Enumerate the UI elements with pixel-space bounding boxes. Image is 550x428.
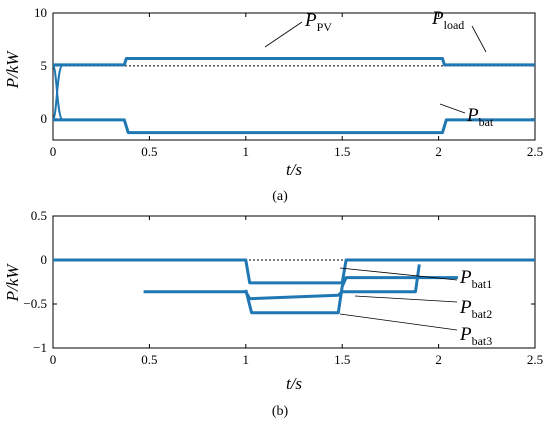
x-tick-label: 2.5 xyxy=(527,144,543,159)
x-tick-label: 0 xyxy=(50,144,57,159)
caption-a: (a) xyxy=(272,189,288,204)
x-tick-label: 2.5 xyxy=(527,352,543,367)
chart-a-ticks: 0 0.5 1 1.5 2 2.5 10 5 0 xyxy=(34,5,543,159)
y-tick-label: 10 xyxy=(34,5,47,20)
chart-b-frame xyxy=(52,215,536,349)
y-tick-label: 0 xyxy=(41,252,48,267)
series-bat3-line xyxy=(244,276,458,315)
series-bat-line xyxy=(53,118,535,135)
x-tick-label: 2 xyxy=(435,144,442,159)
x-tick-label: 0.5 xyxy=(141,144,157,159)
y-tick-label: −1 xyxy=(33,340,47,355)
series-bat1-line xyxy=(53,258,535,285)
x-tick-label: 1.5 xyxy=(334,144,350,159)
annotation-pbat1-leader xyxy=(339,267,458,281)
annotation-ppv: PPV xyxy=(304,10,332,34)
chart-b-ylabel: P/kW xyxy=(3,263,22,303)
annotation-pbat3-leader xyxy=(339,313,458,331)
annotation-pbat3: Pbat3 xyxy=(459,324,492,348)
x-tick-label: 2 xyxy=(435,352,442,367)
chart-a-frame xyxy=(52,12,536,141)
chart-b-series xyxy=(53,258,535,315)
annotation-pbat2: Pbat2 xyxy=(459,297,492,321)
chart-b: 0 0.5 1 1.5 2 2.5 0.5 0 −0.5 −1 P/kW t/s Pbat1 Pb… xyxy=(3,208,543,419)
annotation-pbat2-leader xyxy=(354,295,458,303)
caption-b: (b) xyxy=(272,404,289,419)
transient-fall-line xyxy=(52,64,64,121)
x-tick-label: 1 xyxy=(243,144,250,159)
series-pv-line xyxy=(53,57,535,67)
annotation-pload-leader xyxy=(471,25,487,53)
chart-a: 0 0.5 1 1.5 2 2.5 10 5 0 P/kW t/s PPV Pload Pbat… xyxy=(3,5,543,204)
chart-a-series xyxy=(52,57,535,135)
y-tick-label: 0.5 xyxy=(31,208,47,223)
y-tick-label: 0 xyxy=(41,111,48,126)
annotation-pbat-leader xyxy=(439,103,466,114)
annotation-pbat: Pbat xyxy=(466,105,494,129)
annotation-ppv-leader xyxy=(264,21,303,48)
y-tick-label: −0.5 xyxy=(23,296,47,311)
y-tick-label: 5 xyxy=(41,58,48,73)
x-tick-label: 1.5 xyxy=(334,352,350,367)
x-tick-label: 0 xyxy=(50,352,57,367)
x-tick-label: 1 xyxy=(243,352,250,367)
chart-b-ticks: 0 0.5 1 1.5 2 2.5 0.5 0 −0.5 −1 xyxy=(23,208,543,367)
chart-a-ylabel: P/kW xyxy=(3,50,22,90)
x-tick-label: 0.5 xyxy=(141,352,157,367)
annotation-pload: Pload xyxy=(431,8,464,32)
chart-b-xlabel: t/s xyxy=(286,374,302,393)
chart-a-xlabel: t/s xyxy=(286,160,302,179)
annotation-pbat1: Pbat1 xyxy=(459,267,492,291)
